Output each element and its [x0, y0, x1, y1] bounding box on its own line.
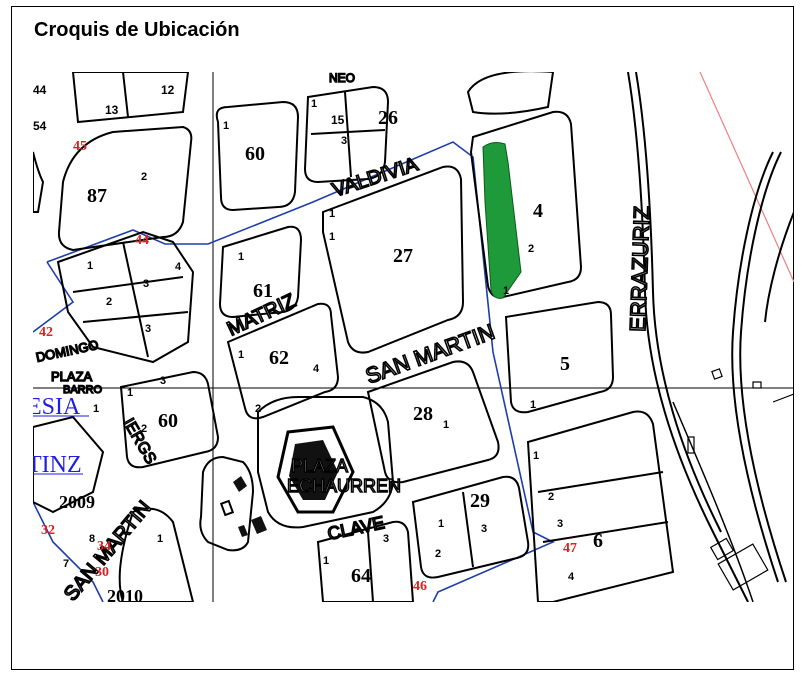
svg-text:2: 2 — [435, 548, 441, 560]
street-valdivia: VALDIVIA — [330, 153, 422, 201]
block-13: 13 — [105, 103, 119, 117]
svg-text:2: 2 — [141, 423, 147, 435]
block-87: 87 — [87, 185, 107, 207]
block-2010: 2010 — [107, 586, 143, 602]
svg-text:1: 1 — [93, 403, 99, 415]
street-domingo: DOMINGO — [35, 337, 100, 365]
svg-text:1: 1 — [223, 120, 229, 132]
plaza-echaurren-label-2: ECHAURREN — [287, 476, 401, 496]
svg-text:1: 1 — [329, 231, 335, 243]
block-29: 29 — [470, 490, 490, 512]
svg-text:3: 3 — [341, 135, 347, 147]
svg-text:1: 1 — [533, 450, 539, 462]
svg-text:1: 1 — [323, 555, 329, 567]
svg-text:1: 1 — [311, 98, 317, 110]
block-26: 26 — [378, 107, 398, 129]
svg-text:1: 1 — [443, 419, 449, 431]
svg-text:2: 2 — [528, 243, 534, 255]
block-60: 60 — [245, 143, 265, 165]
block-4: 4 — [533, 200, 543, 222]
svg-text:3: 3 — [145, 323, 151, 335]
svg-text:4: 4 — [568, 571, 575, 583]
svg-text:1: 1 — [157, 533, 163, 545]
block-61: 61 — [253, 280, 273, 302]
red-30: 30 — [95, 565, 109, 580]
plaza-echaurren-label-1: PLAZA — [291, 456, 348, 476]
svg-text:3: 3 — [160, 375, 166, 387]
block-5: 5 — [560, 353, 570, 375]
block-15: 15 — [331, 113, 345, 127]
map-canvas: VALDIVIA MATRIZ SAN MARTIN SAN MARTIN ER… — [33, 72, 794, 602]
svg-text:1: 1 — [87, 260, 93, 272]
svg-text:3: 3 — [143, 278, 149, 290]
red-45: 45 — [73, 139, 87, 154]
svg-text:3: 3 — [383, 533, 389, 545]
svg-text:1: 1 — [438, 518, 444, 530]
railway-markers — [687, 368, 794, 591]
svg-text:8: 8 — [89, 533, 95, 545]
street-errazuriz: ERRAZURIZ — [625, 205, 654, 332]
plaza-echaurren-features — [219, 425, 355, 537]
svg-text:3: 3 — [557, 518, 563, 530]
block-64: 64 — [351, 565, 371, 587]
city-blocks — [33, 72, 675, 602]
red-34: 34 — [97, 539, 111, 554]
block-60b: 60 — [158, 410, 178, 432]
block-62: 62 — [269, 347, 289, 369]
block-28: 28 — [413, 403, 433, 425]
svg-text:4: 4 — [313, 363, 320, 375]
svg-text:2: 2 — [255, 403, 261, 415]
svg-text:1: 1 — [238, 349, 244, 361]
svg-text:2: 2 — [106, 296, 112, 308]
red-47: 47 — [563, 541, 577, 556]
red-42: 42 — [39, 325, 53, 340]
block-6: 6 — [593, 530, 603, 552]
block-44: 44 — [33, 83, 47, 97]
svg-text:4: 4 — [175, 261, 182, 273]
location-map: VALDIVIA MATRIZ SAN MARTIN SAN MARTIN ER… — [33, 72, 794, 602]
svg-text:2: 2 — [141, 171, 147, 183]
red-46: 46 — [413, 579, 427, 594]
svg-text:1: 1 — [238, 251, 244, 263]
red-diagonal-line — [699, 72, 794, 283]
block-27: 27 — [393, 245, 413, 267]
highlighted-lot — [482, 142, 522, 299]
svg-text:1: 1 — [127, 387, 133, 399]
block-2009: 2009 — [59, 492, 95, 512]
svg-text:7: 7 — [63, 558, 69, 570]
svg-text:2: 2 — [548, 491, 554, 503]
street-san-martin: SAN MARTIN — [362, 319, 498, 389]
plaza-left-label: PLAZA — [51, 369, 93, 384]
plaza-left-label-2: BARRO — [63, 384, 103, 396]
svg-text:1: 1 — [329, 208, 335, 220]
svg-text:1: 1 — [530, 399, 536, 411]
red-32: 32 — [41, 523, 55, 538]
red-44: 44 — [135, 233, 149, 248]
block-54: 54 — [33, 119, 47, 133]
block-12: 12 — [161, 83, 175, 97]
svg-text:1: 1 — [503, 285, 509, 297]
street-neo: NEO — [329, 72, 355, 85]
railway-lines — [627, 72, 794, 602]
page-title: Croquis de Ubicación — [34, 19, 240, 41]
street-clave: CLAVE — [326, 512, 387, 544]
svg-text:3: 3 — [481, 523, 487, 535]
